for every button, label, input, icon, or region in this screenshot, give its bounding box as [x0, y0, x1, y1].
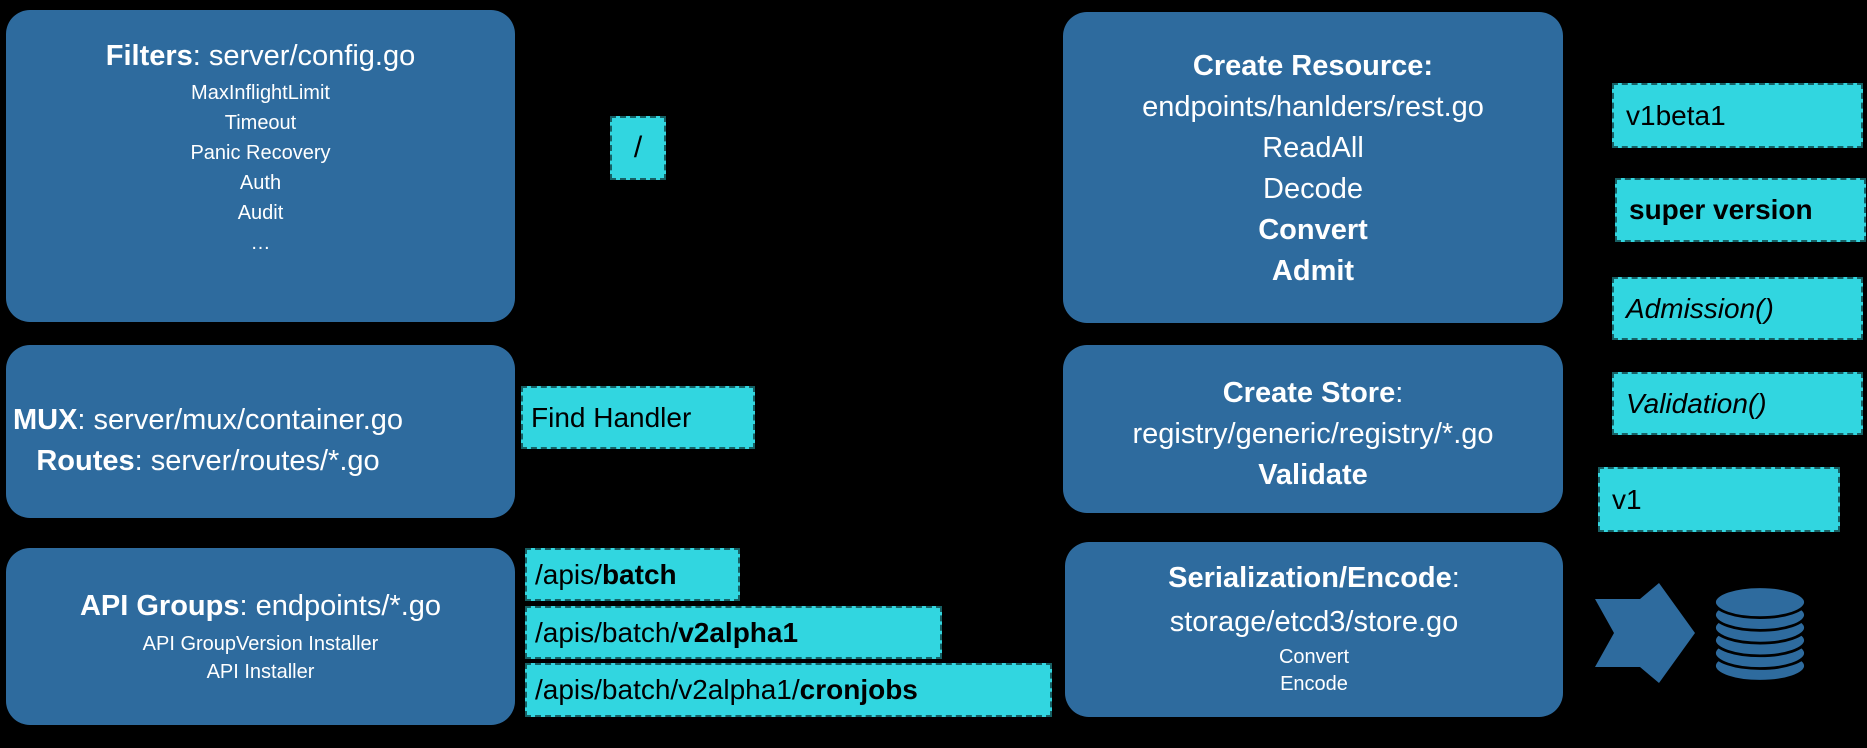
filters-item: MaxInflightLimit [191, 82, 330, 104]
api-groups-item: API Installer [206, 661, 315, 683]
serialization-step: Convert [1278, 646, 1350, 668]
filters-item: … [250, 232, 271, 254]
validation-label: Validation() [1612, 372, 1863, 435]
v1-label: v1 [1598, 467, 1840, 532]
create-store-step: Validate [1258, 459, 1368, 491]
v1beta1-label: v1beta1 [1612, 83, 1863, 148]
database-icon [1713, 585, 1807, 683]
create-store-path: registry/generic/registry/*.go [1132, 418, 1494, 450]
create-resource-step: Convert [1258, 214, 1368, 246]
filters-item: Panic Recovery [190, 142, 331, 164]
apis-batch-v2alpha1-text: /apis/batch/v2alpha1 [535, 616, 799, 648]
mux-line: MUX: server/mux/container.go [12, 404, 404, 436]
filters-title: Filters: server/config.go [105, 40, 416, 72]
filters-items: MaxInflightLimit Timeout Panic Recovery … [6, 78, 515, 258]
mux-routes-box: MUX: server/mux/container.go Routes: ser… [6, 345, 515, 518]
serialization-title: Serialization/Encode: [1168, 562, 1460, 594]
super-version-label: super version [1615, 178, 1866, 242]
admission-label: Admission() [1612, 277, 1863, 340]
create-resource-path: endpoints/hanlders/rest.go [1142, 91, 1484, 123]
create-resource-box: Create Resource: endpoints/hanlders/rest… [1063, 12, 1563, 323]
apis-batch-label: /apis/batch [525, 548, 740, 601]
serialization-step: Encode [1280, 673, 1348, 695]
apis-batch-v2alpha1-cronjobs-label: /apis/batch/v2alpha1/cronjobs [525, 663, 1052, 717]
serialization-box: Serialization/Encode: storage/etcd3/stor… [1065, 542, 1563, 717]
find-handler-label: Find Handler [521, 386, 755, 449]
create-resource-step: Decode [1263, 173, 1363, 205]
apis-batch-v2alpha1-label: /apis/batch/v2alpha1 [525, 606, 942, 659]
apis-cronjobs-text: /apis/batch/v2alpha1/cronjobs [535, 674, 918, 705]
mux-routes-text: MUX: server/mux/container.go Routes: ser… [8, 345, 408, 482]
apis-batch-text: /apis/batch [535, 558, 677, 590]
api-groups-title: API Groups: endpoints/*.go [79, 590, 442, 622]
filters-item: Auth [239, 172, 282, 194]
api-groups-box: API Groups: endpoints/*.go API GroupVers… [6, 548, 515, 725]
create-store-title: Create Store: [1222, 377, 1404, 409]
slash-label: / [610, 116, 666, 180]
create-resource-step: Admit [1271, 255, 1355, 287]
api-groups-item: API GroupVersion Installer [142, 633, 379, 655]
filters-item: Timeout [224, 112, 297, 134]
create-resource-step: ReadAll [1262, 132, 1364, 164]
routes-line: Routes: server/routes/*.go [36, 445, 380, 477]
api-groups-items: API GroupVersion Installer API Installer [6, 630, 515, 686]
create-resource-title: Create Resource: [1192, 50, 1434, 82]
serialization-path: storage/etcd3/store.go [1169, 606, 1459, 638]
filters-item: Audit [237, 202, 284, 224]
filters-box: Filters: server/config.go MaxInflightLim… [6, 10, 515, 322]
create-store-box: Create Store: registry/generic/registry/… [1063, 345, 1563, 513]
flow-arrow-icon [1595, 583, 1695, 683]
